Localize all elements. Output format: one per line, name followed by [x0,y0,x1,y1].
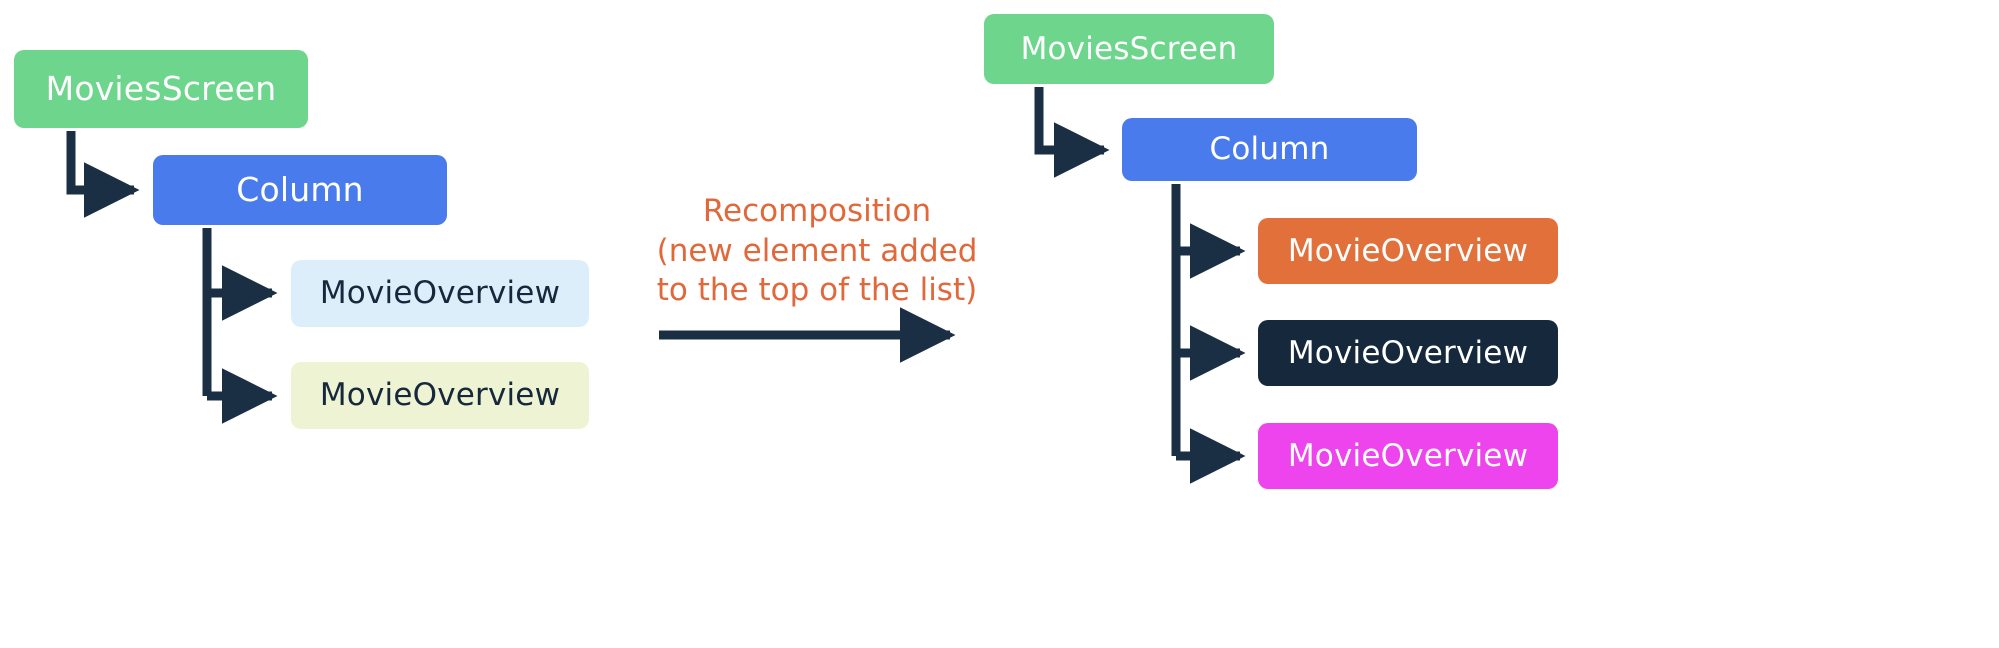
left-node-column-label: Column [236,169,364,209]
wire-left-column-to-children [202,228,278,424]
wire-left-screen-to-column [66,131,140,218]
right-node-movies-screen[interactable]: MoviesScreen [984,14,1274,84]
right-node-movies-screen-label: MoviesScreen [1020,30,1238,67]
right-node-column[interactable]: Column [1122,118,1417,181]
right-node-movie-overview-3[interactable]: MovieOverview [1258,423,1558,489]
left-node-movie-overview-1[interactable]: MovieOverview [291,260,589,327]
right-node-movie-overview-2[interactable]: MovieOverview [1258,320,1558,386]
right-node-movie-overview-1[interactable]: MovieOverview [1258,218,1558,284]
left-node-movie-overview-2-label: MovieOverview [319,377,561,414]
left-node-movies-screen[interactable]: MoviesScreen [14,50,308,128]
wire-right-column-to-children [1171,184,1246,484]
left-node-movie-overview-2[interactable]: MovieOverview [291,362,589,429]
right-node-movie-overview-1-label: MovieOverview [1287,232,1529,269]
left-node-movies-screen-label: MoviesScreen [45,68,277,108]
wire-right-screen-to-column [1034,87,1110,178]
right-node-movie-overview-3-label: MovieOverview [1287,437,1529,474]
right-node-column-label: Column [1209,131,1330,168]
right-node-movie-overview-2-label: MovieOverview [1287,334,1529,371]
left-node-column[interactable]: Column [153,155,447,225]
recomposition-caption: Recomposition (new element added to the … [656,193,978,309]
left-node-movie-overview-1-label: MovieOverview [319,275,561,312]
